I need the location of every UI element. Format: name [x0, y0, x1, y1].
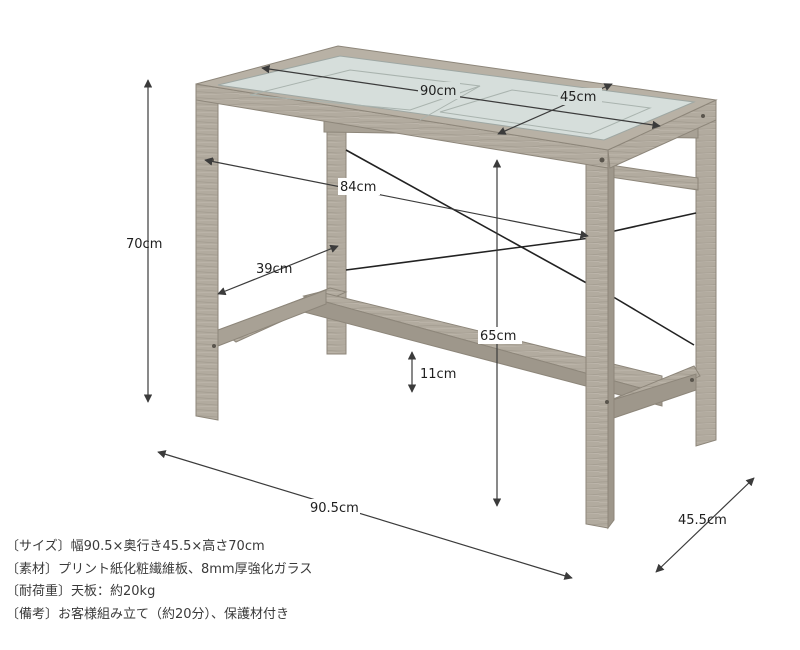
- arrow-inner-depth: [217, 244, 339, 296]
- dimension-labels: 90cm 45cm 84cm 39cm 70cm 65cm 11cm 90.5c…: [126, 82, 727, 528]
- spec-load-capacity: 〔耐荷重〕天板：約20kg: [6, 584, 156, 599]
- spec-notes: 〔備考〕お客様組み立て（約20分）、保護材付き: [6, 606, 290, 622]
- label-height: 70cm: [126, 237, 162, 252]
- label-inner-height: 65cm: [480, 329, 516, 344]
- left-side-lower-rail: [217, 289, 327, 347]
- label-inner-depth: 39cm: [256, 262, 292, 277]
- spec-material: 〔素材〕プリント紙化粧繊維板、8mm厚強化ガラス: [6, 561, 313, 577]
- label-overall-depth: 45.5cm: [678, 513, 727, 528]
- spec-list: 〔サイズ〕幅90.5×奥行き45.5×高さ70cm 〔素材〕プリント紙化粧繊維板…: [6, 536, 312, 626]
- label-top-depth: 45cm: [560, 90, 596, 105]
- right-side-upper-rail: [609, 164, 699, 191]
- label-foot-clearance: 11cm: [420, 367, 456, 382]
- label-top-width: 90cm: [420, 84, 456, 99]
- arrow-overall-depth: [655, 477, 755, 573]
- arrow-inner-width: [204, 157, 589, 239]
- arrow-overall-width: [157, 450, 573, 580]
- spec-size: 〔サイズ〕幅90.5×奥行き45.5×高さ70cm: [6, 539, 265, 554]
- label-inner-width: 84cm: [340, 180, 376, 195]
- label-overall-width: 90.5cm: [310, 501, 359, 516]
